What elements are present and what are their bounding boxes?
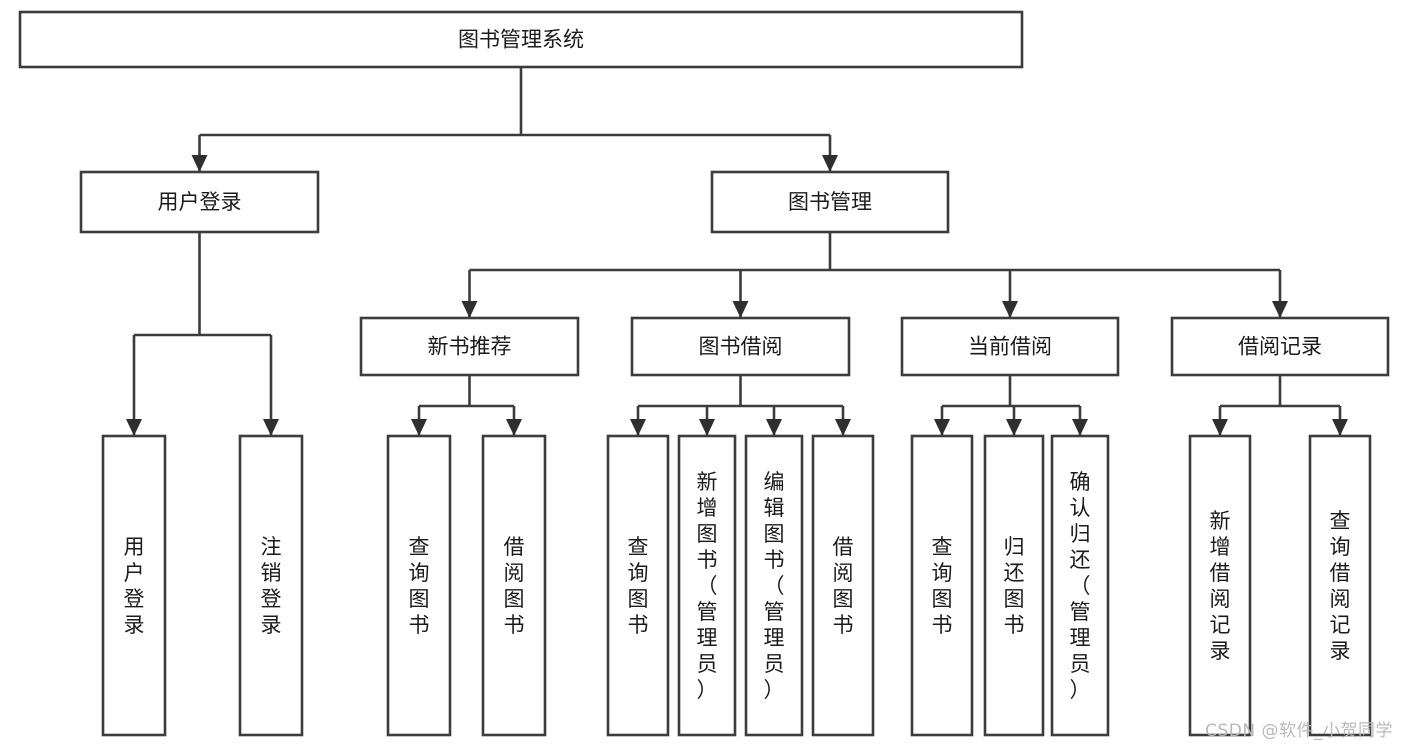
- node-book-manage[interactable]: 图书管理: [710, 170, 950, 234]
- arrow-head-icon: [1006, 419, 1022, 436]
- node-label-borrow-record: 借阅记录: [1238, 335, 1322, 359]
- node-box-book-borrow[interactable]: [630, 316, 851, 377]
- node-new-book-recommend[interactable]: 新书推荐: [359, 316, 580, 377]
- node-leaf-add-book[interactable]: 新增图书（管理员）: [677, 434, 737, 737]
- node-leaf-add-record[interactable]: 新增借阅记录: [1188, 434, 1252, 737]
- arrow-head-icon: [506, 419, 522, 436]
- arrow-head-icon: [822, 155, 838, 172]
- arrow-head-icon: [191, 155, 208, 172]
- node-label-book-manage: 图书管理: [788, 190, 872, 214]
- arrow-head-icon: [1212, 419, 1228, 436]
- node-box-leaf-add-book[interactable]: [677, 434, 737, 737]
- node-leaf-query-book-2[interactable]: 查询图书: [606, 434, 670, 737]
- arrow-head-icon: [411, 419, 427, 436]
- arrow-head-icon: [1332, 419, 1348, 436]
- node-leaf-borrow-book-2[interactable]: 借阅图书: [811, 434, 875, 737]
- node-leaf-confirm-return[interactable]: 确认归还（管理员）: [1050, 434, 1110, 737]
- arrow-head-icon: [126, 419, 142, 436]
- arrow-head-icon: [1072, 419, 1088, 436]
- node-label-leaf-confirm-return: 确认归还（管理员）: [1070, 470, 1091, 702]
- node-box-user-login[interactable]: [79, 170, 320, 234]
- node-leaf-return-book[interactable]: 归还图书: [983, 434, 1045, 737]
- arrow-head-icon: [732, 301, 749, 318]
- node-box-leaf-return-book[interactable]: [983, 434, 1045, 737]
- node-label-new-book-recommend: 新书推荐: [428, 335, 512, 359]
- node-user-login[interactable]: 用户登录: [79, 170, 320, 234]
- node-label-leaf-query-book-2: 查询图书: [628, 535, 649, 637]
- node-box-leaf-edit-book[interactable]: [744, 434, 804, 737]
- node-box-leaf-query-book-3[interactable]: [910, 434, 974, 737]
- node-label-root: 图书管理系统: [458, 28, 584, 52]
- node-box-leaf-query-book-2[interactable]: [606, 434, 670, 737]
- node-box-leaf-borrow-book-1[interactable]: [481, 434, 547, 737]
- arrow-head-icon: [835, 419, 851, 436]
- node-leaf-edit-book[interactable]: 编辑图书（管理员）: [744, 434, 804, 737]
- node-layer: 图书管理系统用户登录图书管理新书推荐图书借阅当前借阅借阅记录用户登录注销登录查询…: [18, 10, 1390, 737]
- node-box-leaf-logout[interactable]: [238, 434, 304, 737]
- node-current-borrow[interactable]: 当前借阅: [900, 316, 1120, 377]
- node-box-leaf-borrow-book-2[interactable]: [811, 434, 875, 737]
- node-leaf-user-login[interactable]: 用户登录: [101, 434, 167, 737]
- node-label-leaf-edit-book: 编辑图书（管理员）: [764, 470, 785, 702]
- node-box-leaf-query-record[interactable]: [1308, 434, 1372, 737]
- node-box-borrow-record[interactable]: [1170, 316, 1390, 377]
- node-box-current-borrow[interactable]: [900, 316, 1120, 377]
- node-label-leaf-add-record: 新增借阅记录: [1210, 509, 1231, 663]
- csdn-watermark: CSDN @软件_小贺同学: [1205, 721, 1393, 741]
- arrow-head-icon: [1002, 301, 1018, 318]
- arrow-head-icon: [263, 419, 279, 436]
- node-leaf-logout[interactable]: 注销登录: [238, 434, 304, 737]
- node-label-user-login: 用户登录: [158, 190, 242, 214]
- node-label-leaf-query-book-1: 查询图书: [409, 535, 430, 637]
- node-label-leaf-add-book: 新增图书（管理员）: [697, 470, 718, 702]
- node-label-leaf-query-record: 查询借阅记录: [1330, 509, 1351, 663]
- arrow-head-icon: [461, 301, 478, 318]
- node-leaf-query-book-1[interactable]: 查询图书: [386, 434, 452, 737]
- node-leaf-query-record[interactable]: 查询借阅记录: [1308, 434, 1372, 737]
- arrow-head-icon: [1272, 301, 1288, 318]
- node-root[interactable]: 图书管理系统: [18, 10, 1024, 69]
- node-label-current-borrow: 当前借阅: [968, 335, 1052, 359]
- node-box-leaf-user-login[interactable]: [101, 434, 167, 737]
- node-leaf-query-book-3[interactable]: 查询图书: [910, 434, 974, 737]
- node-label-leaf-borrow-book-2: 借阅图书: [833, 535, 854, 637]
- node-borrow-record[interactable]: 借阅记录: [1170, 316, 1390, 377]
- node-box-new-book-recommend[interactable]: [359, 316, 580, 377]
- arrow-head-icon: [766, 419, 782, 436]
- node-leaf-borrow-book-1[interactable]: 借阅图书: [481, 434, 547, 737]
- node-book-borrow[interactable]: 图书借阅: [630, 316, 851, 377]
- node-label-leaf-query-book-3: 查询图书: [932, 535, 953, 637]
- node-label-leaf-logout: 注销登录: [261, 535, 282, 637]
- node-box-root[interactable]: [18, 10, 1024, 69]
- node-label-leaf-user-login: 用户登录: [124, 535, 145, 637]
- arrow-head-icon: [699, 419, 715, 436]
- node-box-leaf-confirm-return[interactable]: [1050, 434, 1110, 737]
- node-label-leaf-borrow-book-1: 借阅图书: [504, 535, 525, 637]
- node-box-book-manage[interactable]: [710, 170, 950, 234]
- connector-layer: [126, 67, 1348, 436]
- node-label-book-borrow: 图书借阅: [699, 335, 783, 359]
- node-box-leaf-add-record[interactable]: [1188, 434, 1252, 737]
- node-box-leaf-query-book-1[interactable]: [386, 434, 452, 737]
- node-label-leaf-return-book: 归还图书: [1004, 535, 1025, 637]
- arrow-head-icon: [934, 419, 950, 436]
- arrow-head-icon: [630, 419, 646, 436]
